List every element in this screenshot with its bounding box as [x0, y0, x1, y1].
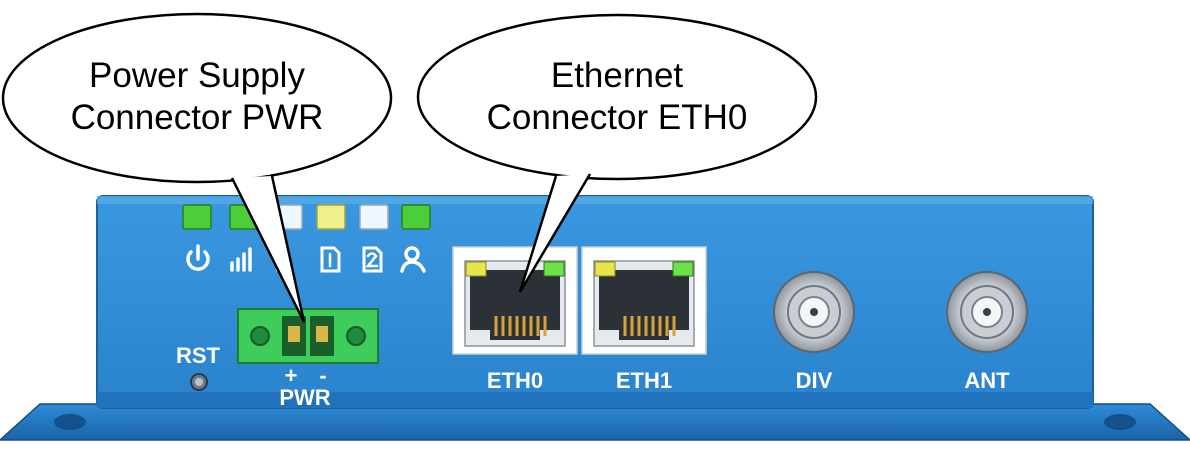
- power-callout-text: Power Supply Connector PWR: [20, 55, 374, 139]
- led-user: [401, 204, 431, 230]
- led-sim1: [316, 204, 346, 230]
- sim2-icon: [362, 246, 383, 273]
- eth0-port: [452, 246, 578, 355]
- led-power: [182, 204, 212, 230]
- rst-label: RST: [176, 343, 220, 368]
- div-antenna-connector: [773, 271, 855, 353]
- user-icon: [400, 246, 426, 273]
- power-callout-line2: Connector PWR: [70, 98, 324, 137]
- div-label: DIV: [795, 368, 833, 393]
- ethernet-callout-bubble: [416, 13, 818, 293]
- power-icon: [186, 244, 210, 271]
- power-callout-bubble: [1, 12, 393, 323]
- ethernet-callout-line2: Connector ETH0: [486, 98, 748, 137]
- eth0-label: ETH0: [486, 368, 544, 393]
- power-connector: [237, 308, 379, 364]
- status-leds: [182, 204, 431, 230]
- ant-label: ANT: [964, 368, 1010, 393]
- led-sim2: [359, 204, 389, 230]
- mounting-flange: [0, 403, 1190, 441]
- eth1-label: ETH1: [615, 368, 673, 393]
- ethernet-callout-line1: Ethernet: [550, 56, 684, 95]
- pwr-label: PWR: [279, 385, 331, 410]
- eth1-port: [581, 246, 707, 355]
- pwr-plus-label: +: [284, 363, 298, 388]
- sim1-icon: [320, 246, 341, 273]
- power-callout-line1: Power Supply: [89, 56, 305, 95]
- signal-icon: [230, 247, 252, 272]
- reset-button: [190, 373, 208, 391]
- ethernet-callout-text: Ethernet Connector ETH0: [440, 55, 794, 139]
- ant-antenna-connector: [946, 271, 1028, 353]
- pwr-minus-label: -: [319, 363, 327, 388]
